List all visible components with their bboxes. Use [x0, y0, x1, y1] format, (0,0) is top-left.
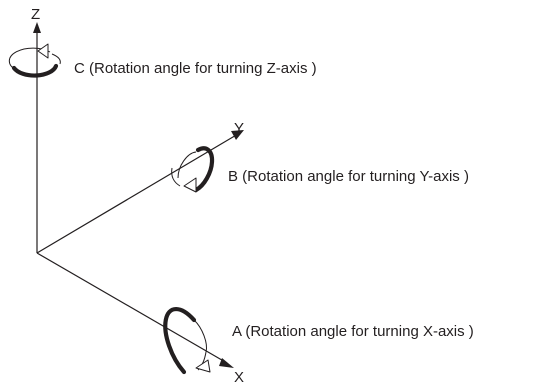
y-axis-label: Y — [234, 120, 244, 137]
x-axis: X — [36, 252, 244, 386]
z-axis: Z — [31, 6, 41, 253]
z-rotation-arrow-icon — [8, 43, 61, 78]
y-axis: Y — [36, 120, 244, 254]
y-rotation-arrow-icon — [171, 146, 215, 193]
x-rotation-arrow-icon — [163, 306, 211, 375]
y-axis-arrowhead — [231, 130, 244, 140]
x-axis-label: X — [234, 369, 244, 386]
x-rotation-arrowhead — [195, 359, 211, 373]
a-rotation-label: A (Rotation angle for turning X-axis ) — [232, 323, 474, 340]
z-axis-label: Z — [31, 6, 40, 23]
z-axis-arrowhead — [33, 22, 41, 33]
x-axis-arrowhead — [219, 358, 234, 368]
z-rotation-arrowhead — [37, 43, 49, 59]
y-rotation-arrowhead — [183, 177, 197, 193]
c-rotation-label: C (Rotation angle for turning Z-axis ) — [74, 60, 317, 77]
b-rotation-label: B (Rotation angle for turning Y-axis ) — [228, 168, 469, 185]
